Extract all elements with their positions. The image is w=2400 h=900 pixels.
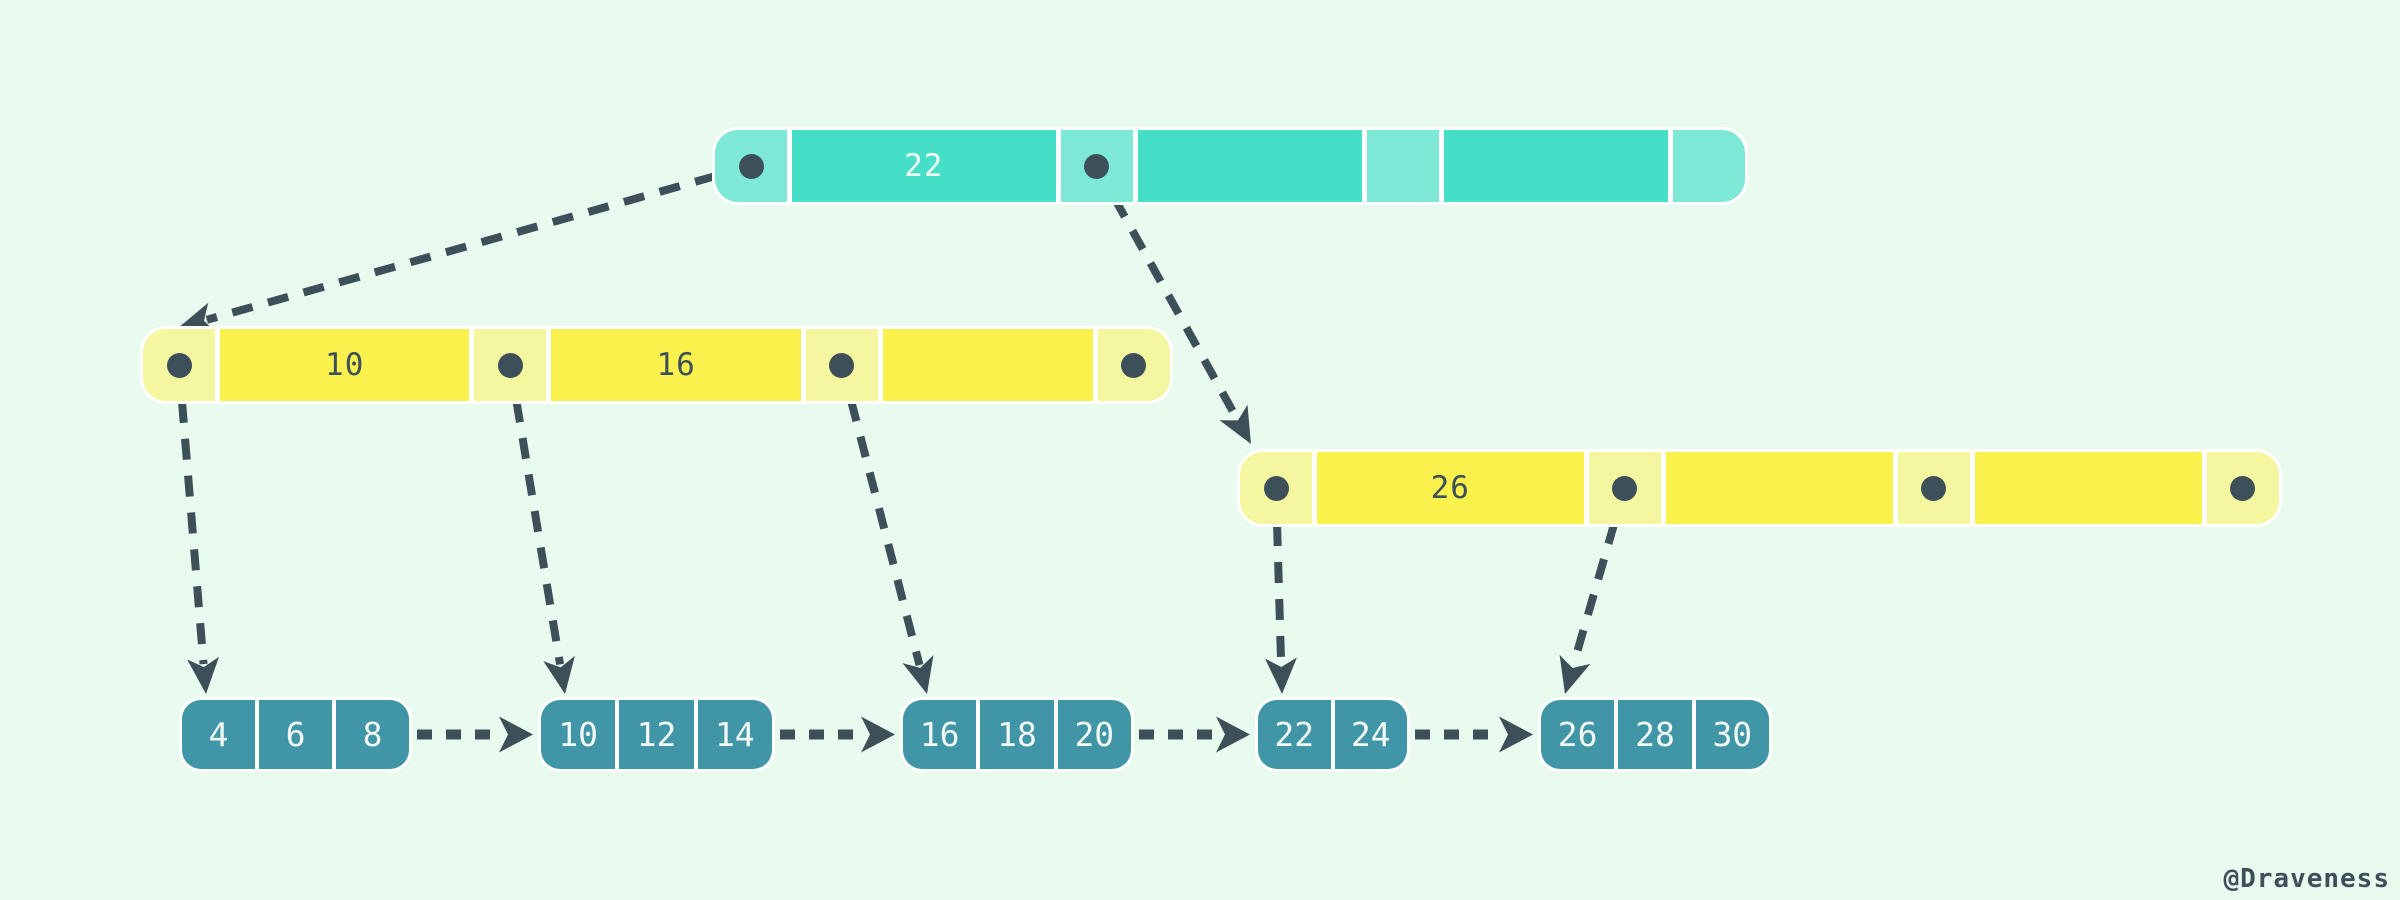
arrowhead-icon (861, 716, 895, 753)
key-value: 16 (656, 347, 696, 383)
leaf-3-cell-0: 22 (1258, 700, 1331, 769)
leaf-3-cell-1: 24 (1334, 700, 1407, 769)
key-value: 10 (325, 347, 365, 383)
leaf-value: 30 (1712, 715, 1753, 754)
node-internal-right-ptr-2 (1897, 452, 1970, 524)
arrowhead-icon (1219, 404, 1251, 444)
leaf-value: 18 (997, 715, 1037, 754)
key-value: 22 (904, 148, 944, 184)
pointer-dot-icon (497, 352, 523, 378)
node-root-ptr-3 (1672, 130, 1745, 202)
node-root: 22 (712, 127, 1748, 205)
pointer-dot-icon (1921, 475, 1947, 501)
arrowhead-icon (499, 716, 533, 753)
node-root-key-0: 22 (792, 130, 1056, 202)
arrowhead-icon (1499, 716, 1533, 753)
node-internal-right-ptr-0 (1240, 452, 1312, 524)
watermark: @Draveness (2223, 864, 2390, 894)
pointer-dot-icon (829, 352, 855, 378)
node-internal-left-ptr-0 (143, 329, 215, 401)
leaf-value: 20 (1074, 715, 1115, 754)
leaf-2-cell-1: 18 (980, 700, 1054, 769)
leaf-1: 10 12 14 (538, 697, 775, 772)
node-root-key-2 (1443, 130, 1668, 202)
leaf-value: 8 (362, 715, 383, 754)
leaf-4-cell-2: 30 (1695, 700, 1769, 769)
node-internal-left-ptr-3 (1097, 329, 1170, 401)
pointer-dot-icon (1084, 153, 1110, 179)
pointer-dot-icon (1263, 475, 1289, 501)
arrowhead-icon (543, 655, 575, 694)
leaf-value: 12 (636, 715, 677, 754)
leaf-0-cell-2: 8 (336, 700, 409, 769)
leaf-0: 4 6 8 (179, 697, 412, 772)
leaf-1-cell-2: 14 (697, 700, 772, 769)
node-internal-right-ptr-1 (1588, 452, 1661, 524)
node-root-ptr-2 (1366, 130, 1439, 202)
node-internal-right-ptr-3 (2206, 452, 2279, 524)
leaf-value: 16 (919, 715, 960, 754)
key-value: 26 (1430, 470, 1470, 506)
pointer-dot-icon (738, 153, 764, 179)
node-internal-left: 10 16 (140, 326, 1173, 404)
leaf-2-cell-2: 20 (1057, 700, 1131, 769)
leaf-value: 28 (1635, 715, 1675, 754)
arrowhead-icon (1264, 657, 1297, 694)
node-internal-right-key-1 (1665, 452, 1893, 524)
pointer-dot-icon (166, 352, 192, 378)
node-root-key-1 (1137, 130, 1362, 202)
node-internal-left-key-1: 16 (551, 329, 801, 401)
arrowhead-icon (902, 655, 934, 694)
pointer-dot-icon (1612, 475, 1638, 501)
leaf-2-cell-0: 16 (903, 700, 977, 769)
pointer-dot-icon (2230, 475, 2256, 501)
leaf-4: 26 28 30 (1538, 697, 1772, 772)
arrowhead-icon (1216, 716, 1250, 753)
node-internal-left-ptr-2 (805, 329, 878, 401)
leaf-1-cell-1: 12 (619, 700, 694, 769)
leaf-4-cell-1: 28 (1618, 700, 1692, 769)
pointer-dot-icon (1121, 352, 1147, 378)
arrowhead-icon (1559, 654, 1591, 694)
node-internal-right-key-2 (1974, 452, 2202, 524)
arrowhead-icon (187, 656, 220, 694)
leaf-value: 6 (285, 715, 306, 754)
leaf-value: 22 (1274, 715, 1315, 754)
node-internal-left-key-2 (882, 329, 1093, 401)
leaf-value: 26 (1557, 715, 1598, 754)
node-root-ptr-0 (715, 130, 787, 202)
node-internal-left-key-0: 10 (220, 329, 470, 401)
leaf-0-cell-0: 4 (182, 700, 255, 769)
node-internal-right-key-0: 26 (1317, 452, 1584, 524)
leaf-0-cell-1: 6 (259, 700, 332, 769)
node-internal-right: 26 (1237, 449, 2282, 527)
leaf-value: 14 (714, 715, 755, 754)
leaf-2: 16 18 20 (900, 697, 1134, 772)
leaf-3: 22 24 (1255, 697, 1410, 772)
leaf-1-cell-0: 10 (541, 700, 616, 769)
leaf-value: 4 (208, 715, 229, 754)
leaf-4-cell-0: 26 (1541, 700, 1615, 769)
node-internal-left-ptr-1 (474, 329, 547, 401)
node-root-ptr-1 (1060, 130, 1133, 202)
leaf-value: 24 (1350, 715, 1391, 754)
leaf-value: 10 (558, 715, 599, 754)
